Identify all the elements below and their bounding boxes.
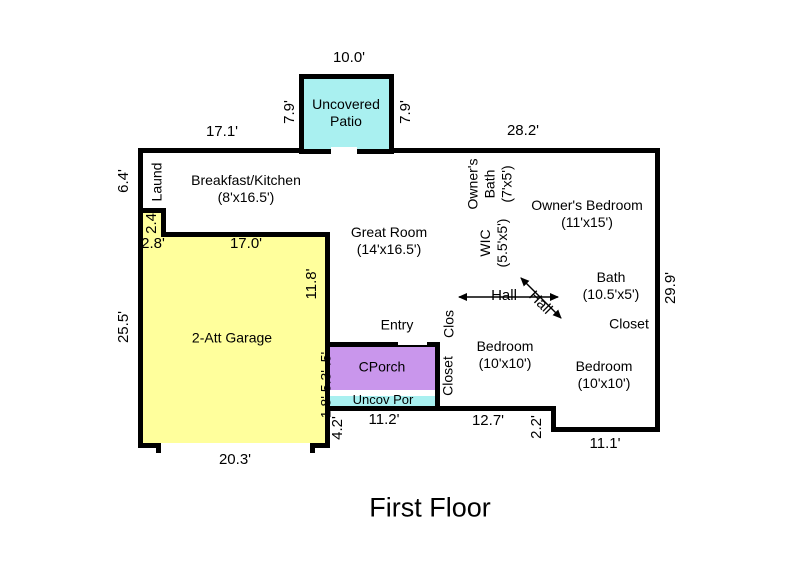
label-room-hall-diagonal: Hall (525, 287, 556, 318)
garage-door-cap-left (156, 443, 161, 453)
porch-door-opening (398, 342, 427, 345)
cporch-area (330, 342, 435, 390)
label-room-bedroom-1: Bedroom (10'x10') (476, 337, 534, 371)
label-dim-garage-wall-lower: 4.2' (328, 416, 346, 440)
label-room-owners-bedroom: Owner's Bedroom (11'x15') (531, 196, 643, 230)
label-title: First Floor (369, 492, 491, 523)
porch-right-wall (435, 342, 440, 411)
label-room-bedroom-2: Bedroom (10'x10') (575, 357, 633, 391)
patio-door-opening (331, 147, 357, 155)
label-room-closet: Closet (609, 315, 649, 332)
label-dim-garage-right-wall: 11.8' (302, 268, 320, 300)
label-dim-patio-left: 7.9' (280, 100, 298, 124)
label-dim-garage-bottom: 20.3' (218, 450, 252, 468)
label-dim-patio-right: 7.9' (396, 100, 414, 124)
label-room-uncov-por: Uncov Por (352, 392, 414, 408)
label-room-entry: Entry (380, 316, 414, 333)
label-dim-top-right: 28.2' (506, 121, 540, 139)
label-dim-right: 29.9' (661, 271, 679, 305)
label-room-hall-horizontal: Hall (491, 286, 517, 304)
garage-area (138, 232, 330, 448)
bottom-right-extension (551, 406, 660, 432)
garage-door-cap-right (310, 443, 315, 453)
label-dim-notch-width: 2.8' (141, 234, 165, 252)
garage-notch (138, 208, 166, 237)
label-dim-left-upper: 6.4' (114, 169, 132, 193)
label-room-breakfast-kitchen: Breakfast/Kitchen (8'x16.5') (191, 171, 301, 205)
label-dim-under-porch: 11.2' (368, 410, 400, 428)
uncov-por-area (330, 396, 435, 406)
label-dim-top-left: 17.1' (205, 122, 239, 140)
label-room-owners-bath: Owner's Bath (7'x5') (464, 158, 515, 210)
label-room-uncovered-patio: Uncovered Patio (312, 95, 380, 129)
label-room-laundry: Laund (148, 162, 165, 202)
label-dim-left-lower: 25.5' (114, 310, 132, 344)
label-room-closet-rot: Closet (439, 356, 456, 396)
label-room-bath: Bath (10.5'x5') (582, 268, 640, 302)
hall-arrows (458, 277, 562, 319)
garage-door-opening (161, 443, 310, 449)
label-dim-notch-height: 2.4' (142, 210, 160, 234)
label-room-garage: 2-Att Garage (191, 329, 273, 346)
label-room-clos: Clos (440, 309, 457, 339)
hall-arrow-diagonal (520, 277, 562, 319)
label-room-cporch: CPorch (358, 358, 406, 375)
label-room-great-room: Great Room (14'x16.5') (350, 223, 428, 257)
label-dim-bottom-mid: 12.7' (471, 411, 505, 429)
label-room-wic: WIC (5.5'x5') (476, 218, 510, 268)
label-dim-step: 2.2' (527, 415, 545, 439)
label-dim-porch-column: 1.8' 5.3' .5' (317, 351, 334, 419)
label-dim-garage-top: 17.0' (229, 234, 263, 252)
patio-area (299, 74, 394, 154)
label-dim-patio-width: 10.0' (332, 48, 366, 66)
label-dim-bottom-right: 11.1' (589, 434, 621, 452)
